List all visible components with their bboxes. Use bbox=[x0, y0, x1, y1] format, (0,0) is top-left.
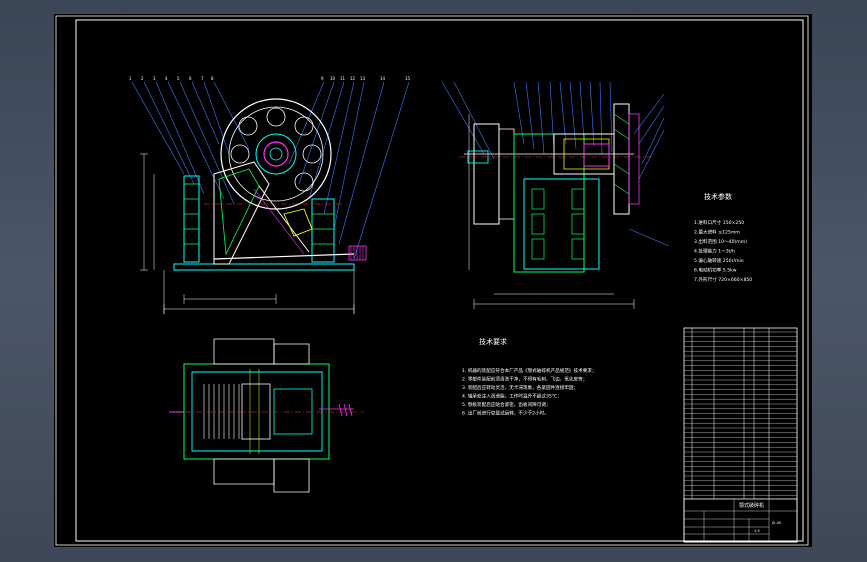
svg-text:6: 6 bbox=[189, 76, 192, 81]
tech-param-line: 7.外形尺寸 720×660×850 bbox=[694, 276, 752, 283]
tech-req-title: 技术要求 bbox=[479, 337, 507, 346]
svg-text:3: 3 bbox=[153, 76, 156, 81]
svg-text:7: 7 bbox=[201, 76, 204, 81]
tech-req-line: 2. 零部件装配前须清洗干净，不得有毛刺、飞边、氧化皮等； bbox=[462, 376, 587, 383]
top-view bbox=[169, 338, 364, 493]
svg-text:10: 10 bbox=[330, 76, 336, 81]
tech-param-line: 3.出料范围 10～40(mm) bbox=[694, 238, 747, 245]
svg-text:11: 11 bbox=[340, 76, 346, 81]
svg-text:8: 8 bbox=[211, 76, 214, 81]
svg-text:9: 9 bbox=[321, 76, 324, 81]
drawing-scale: 1:5 bbox=[754, 529, 760, 533]
tech-req-line: 6. 出厂前进行空载试运转，不少于2小时。 bbox=[462, 410, 549, 417]
tech-requirements: 技术要求 1. 机器的装配应符合本厂产品《颚式破碎机产品规范》技术要求； 2. 零… bbox=[462, 337, 596, 417]
svg-text:15: 15 bbox=[405, 76, 411, 81]
drawing-number: JS-00 bbox=[771, 521, 782, 525]
inner-frame bbox=[75, 19, 804, 542]
tech-param-line: 2.最大进料 ≤125mm bbox=[694, 229, 740, 236]
parts-list bbox=[683, 327, 798, 543]
tech-req-line: 3. 装配后应转动灵活，无卡滞现象，各紧固件连接牢固； bbox=[462, 384, 578, 391]
tech-parameters: 技术参数 1.进料口尺寸 150×250 2.最大进料 ≤125mm 3.出料范围 … bbox=[694, 192, 752, 283]
tech-req-line: 4. 轴承处注入润滑脂，工作时温升不超过35℃； bbox=[462, 393, 562, 400]
tech-req-line: 1. 机器的装配应符合本厂产品《颚式破碎机产品规范》技术要求； bbox=[462, 367, 596, 374]
tech-param-line: 4.处理能力 1～3t/h bbox=[694, 248, 735, 255]
tech-req-line: 5. 颚板装配后应贴合紧密，齿板间隙可调； bbox=[462, 401, 551, 408]
svg-text:13: 13 bbox=[360, 76, 366, 81]
drawing-name: 颚式破碎机 bbox=[739, 502, 764, 509]
tech-params-title: 技术参数 bbox=[704, 192, 732, 201]
svg-text:4: 4 bbox=[165, 76, 168, 81]
svg-text:14: 14 bbox=[380, 76, 386, 81]
svg-text:1: 1 bbox=[129, 76, 132, 81]
tech-param-line: 1.进料口尺寸 150×250 bbox=[694, 219, 744, 226]
outer-frame bbox=[55, 15, 809, 546]
tech-param-line: 6.电动机功率 5.5kw bbox=[694, 267, 737, 274]
side-view bbox=[441, 81, 670, 309]
svg-text:12: 12 bbox=[350, 76, 356, 81]
svg-text:2: 2 bbox=[141, 76, 144, 81]
tech-param-line: 5.偏心轴转速 250r/min bbox=[694, 257, 744, 264]
svg-text:5: 5 bbox=[177, 76, 180, 81]
title-block: 颚式破碎机 JS-00 1:5 bbox=[683, 498, 798, 543]
